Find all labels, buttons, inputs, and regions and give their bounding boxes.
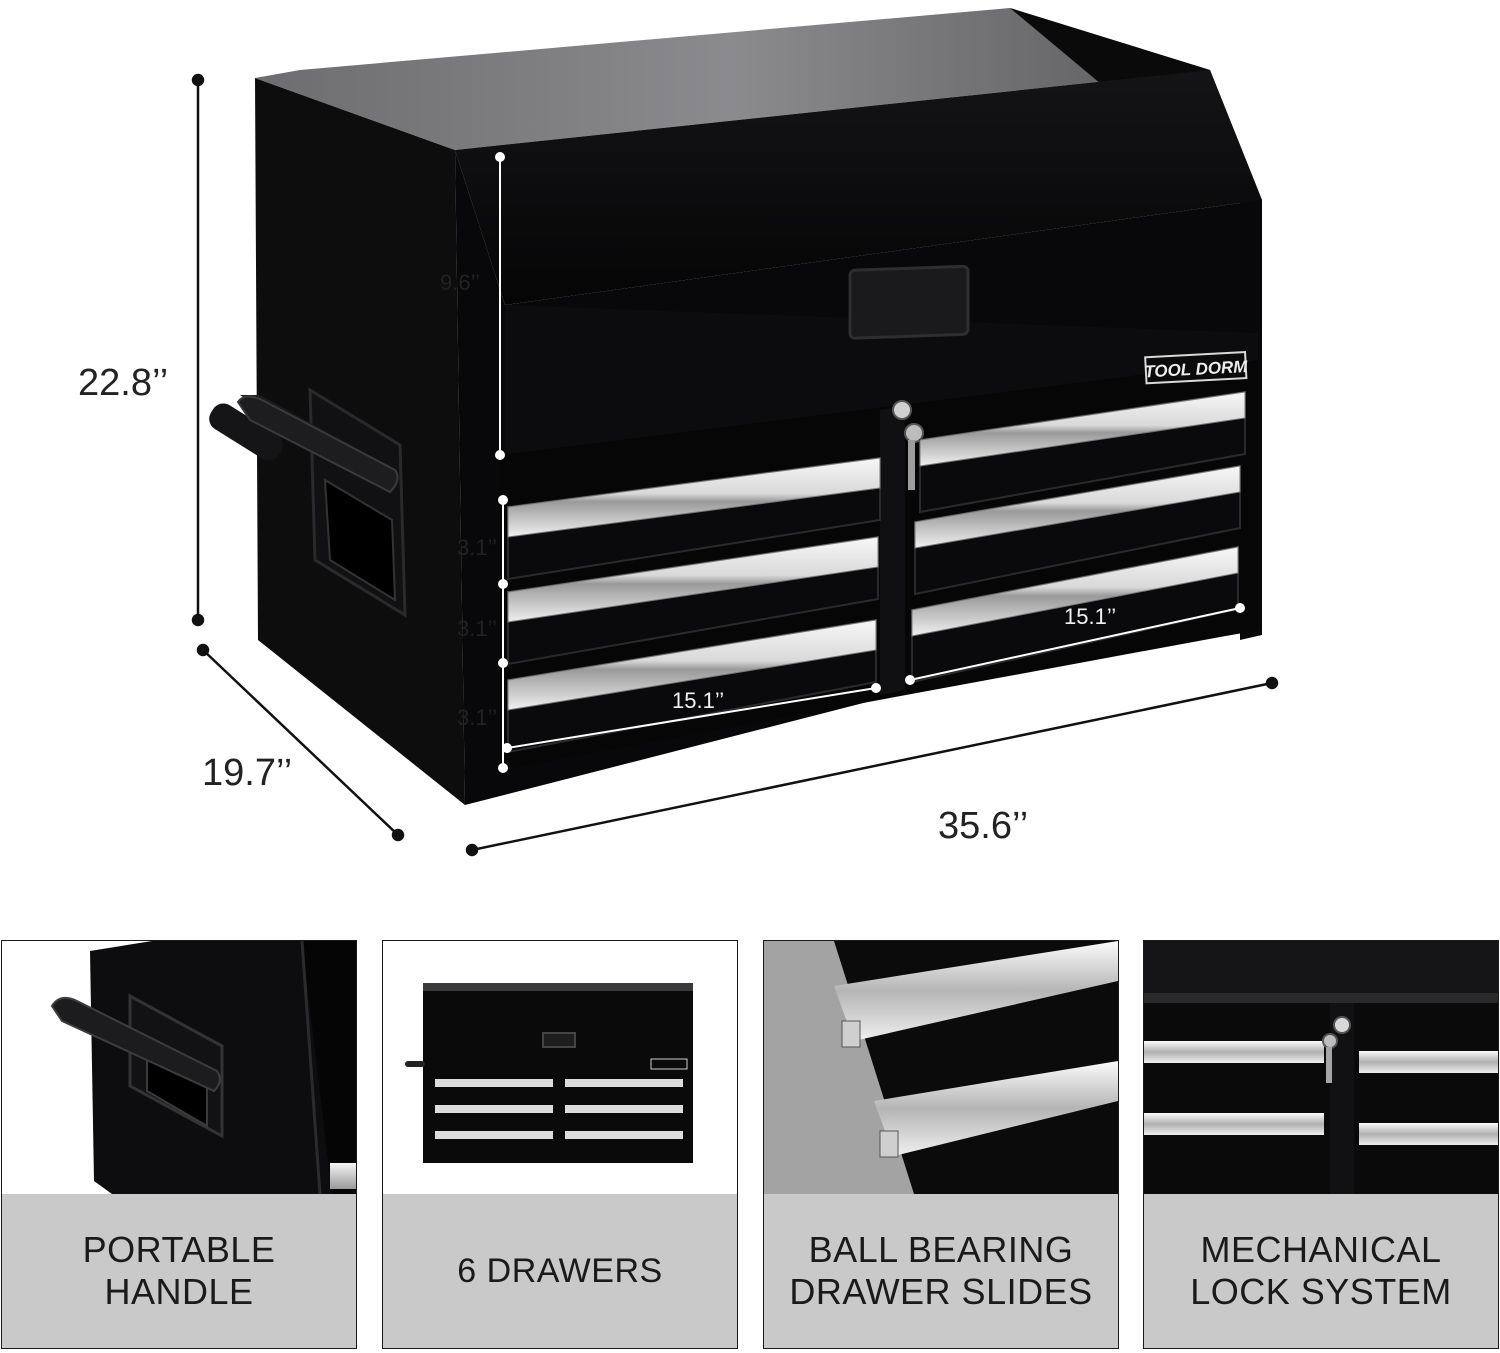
lock-photo-icon: [1144, 941, 1498, 1194]
mini-drawer-pull: [565, 1079, 683, 1087]
feature-caption: PORTABLE HANDLE: [2, 1194, 356, 1348]
overall-depth-label: 19.7’’: [202, 752, 293, 794]
drawer-chrome-pull: [919, 391, 1246, 467]
side-handle-photo-icon: [2, 941, 356, 1194]
mini-drawer-pull: [435, 1079, 553, 1087]
feature-label-6-drawers: 6 DRAWERS: [457, 1252, 663, 1290]
feature-panel-6-drawers: 6 DRAWERS: [382, 940, 738, 1349]
drawer-chrome-pull: [507, 457, 881, 538]
brand-badge: TOOL DORM: [1144, 351, 1249, 385]
overall-width-label: 35.6’’: [938, 805, 1029, 847]
mini-drawer-pull: [565, 1105, 683, 1113]
drawer-fronts: [507, 390, 1246, 754]
mini-drawer-pull: [435, 1131, 553, 1139]
keyed-lock-icon: [892, 400, 924, 490]
chest-lid-top: [255, 8, 1210, 150]
side-handle-icon: [209, 387, 407, 618]
lid-lip: [505, 305, 1258, 455]
drawer-chrome-pull: [507, 619, 877, 711]
mini-drawer-pull: [565, 1131, 683, 1139]
drawer-slides-photo-icon: [764, 941, 1118, 1194]
inner-dimension-lines: [495, 152, 1245, 773]
drawer-chrome-pull: [911, 546, 1239, 637]
feature-panel-ball-bearing-slides: BALL BEARING DRAWER SLIDES: [763, 940, 1119, 1349]
overall-height-label: 22.8’’: [78, 362, 169, 404]
tool-chest-dimension-diagram: TOOL DORM: [191, 8, 1279, 857]
drawer-height-label-1: 3.1’’: [457, 535, 497, 560]
chest-lid-face: [455, 70, 1262, 305]
feature-caption: 6 DRAWERS: [383, 1194, 737, 1348]
mini-drawer-pull: [435, 1105, 553, 1113]
feature-panel-mechanical-lock: MECHANICAL LOCK SYSTEM: [1143, 940, 1499, 1349]
center-divider: [880, 406, 905, 695]
lid-height-label: 9.6’’: [440, 270, 480, 295]
feature-panel-portable-handle: PORTABLE HANDLE: [1, 940, 357, 1349]
tool-chest-photo-icon: [383, 941, 737, 1194]
feature-label-portable-handle: PORTABLE HANDLE: [82, 1229, 276, 1312]
feature-label-ball-bearing-slides: BALL BEARING DRAWER SLIDES: [789, 1229, 1093, 1312]
feature-label-mechanical-lock: MECHANICAL LOCK SYSTEM: [1190, 1229, 1452, 1312]
feature-caption: BALL BEARING DRAWER SLIDES: [764, 1194, 1118, 1348]
drawer-height-label-2: 3.1’’: [457, 616, 497, 641]
lid-recessed-handle: [848, 264, 970, 340]
dimension-lines: [191, 73, 1279, 857]
drawer-chrome-pull: [507, 536, 879, 623]
left-drawer-width-label: 15.1’’: [672, 688, 725, 713]
right-drawer-width-label: 15.1’’: [1064, 604, 1117, 629]
drawer-chrome-pull: [914, 465, 1241, 549]
feature-caption: MECHANICAL LOCK SYSTEM: [1144, 1194, 1498, 1348]
drawer-height-label-3: 3.1’’: [457, 705, 497, 730]
